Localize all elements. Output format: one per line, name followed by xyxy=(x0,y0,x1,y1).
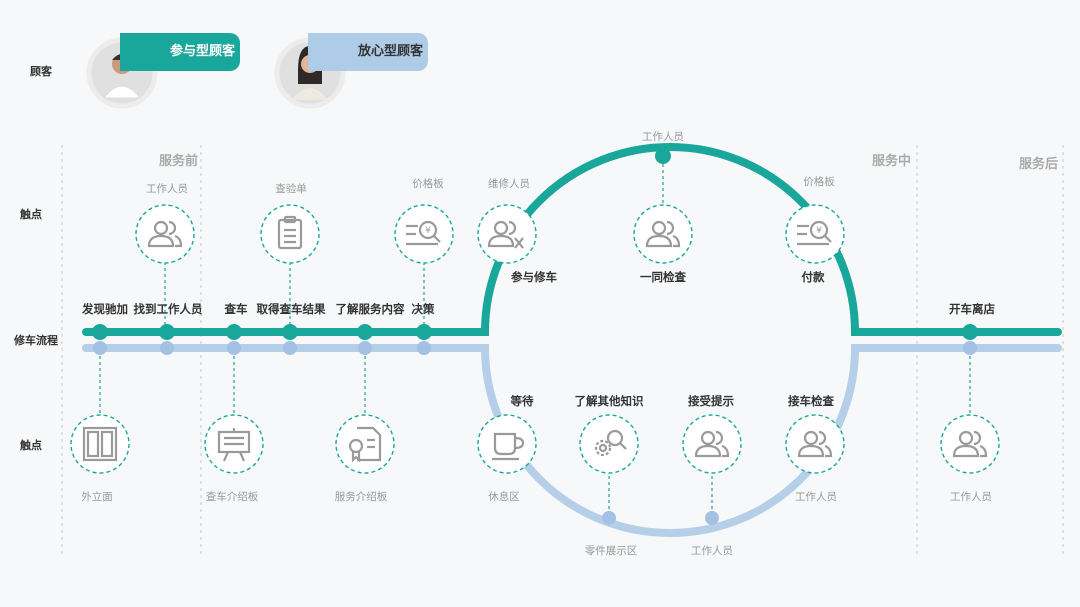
step-label: 一同检查 xyxy=(640,269,686,285)
svg-text:¥: ¥ xyxy=(816,226,822,236)
process-node xyxy=(357,324,373,340)
phase-before: 服务前 xyxy=(159,150,198,169)
persona-relaxed-label: 放心型顾客 xyxy=(358,44,423,59)
step-label: 取得查车结果 xyxy=(257,301,326,317)
touchpoint-label: 工作人员 xyxy=(146,181,188,196)
step-label: 查车 xyxy=(225,301,248,317)
process-node xyxy=(962,324,978,340)
step-label: 参与修车 xyxy=(511,269,557,285)
step-label: 了解其他知识 xyxy=(575,393,644,409)
phase-after: 服务后 xyxy=(1019,153,1058,172)
process-node xyxy=(705,511,719,525)
process-node xyxy=(226,324,242,340)
touchpoint-label: 零件展示区 xyxy=(585,543,638,558)
touchpoint-circle xyxy=(634,205,692,263)
step-label: 发现驰加 xyxy=(82,301,128,317)
row-label-touchpoint-bottom: 触点 xyxy=(20,437,42,453)
touchpoint-circle xyxy=(136,205,194,263)
touchpoint-label: 服务介绍板 xyxy=(335,489,388,504)
touchpoint-circle xyxy=(580,415,638,473)
row-label-touchpoint-top: 触点 xyxy=(20,206,42,222)
process-node xyxy=(282,324,298,340)
step-label: 决策 xyxy=(412,301,435,317)
touchpoint-label: 工作人员 xyxy=(795,489,837,504)
row-label-customer: 顾客 xyxy=(30,63,52,79)
process-node xyxy=(159,324,175,340)
touchpoint-circle xyxy=(786,415,844,473)
process-node xyxy=(655,148,671,164)
touchpoint-label: 工作人员 xyxy=(691,543,733,558)
step-label: 接受提示 xyxy=(688,393,734,409)
step-label: 付款 xyxy=(802,269,825,285)
touchpoint-label: 价格板 xyxy=(803,174,835,189)
step-label: 找到工作人员 xyxy=(134,301,203,317)
process-node xyxy=(963,341,977,355)
persona-engaged-label: 参与型顾客 xyxy=(170,44,235,59)
touchpoint-label: 维修人员 xyxy=(488,176,530,191)
touchpoint-circle xyxy=(336,415,394,473)
process-node xyxy=(160,341,174,355)
touchpoint-label: 查车介绍板 xyxy=(206,489,259,504)
touchpoint-label: 工作人员 xyxy=(642,129,684,144)
phase-during: 服务中 xyxy=(872,150,911,169)
step-label: 接车检查 xyxy=(788,393,834,409)
touchpoint-circle xyxy=(478,205,536,263)
persona-relaxed-tag: 放心型顾客 xyxy=(308,33,428,71)
persona-engaged-tag: 参与型顾客 xyxy=(120,33,240,71)
touchpoint-circle xyxy=(71,415,129,473)
touchpoint-circle xyxy=(786,205,844,263)
touchpoint-circle xyxy=(941,415,999,473)
touchpoint-circle xyxy=(683,415,741,473)
step-label: 了解服务内容 xyxy=(336,301,405,317)
process-node xyxy=(602,511,616,525)
process-node xyxy=(417,341,431,355)
touchpoint-circle xyxy=(478,415,536,473)
svg-text:¥: ¥ xyxy=(425,226,431,236)
step-label: 开车离店 xyxy=(949,301,995,317)
touchpoint-circle xyxy=(261,205,319,263)
process-node xyxy=(358,341,372,355)
step-label: 等待 xyxy=(511,393,534,409)
process-node xyxy=(416,324,432,340)
touchpoint-label: 价格板 xyxy=(412,176,444,191)
process-node xyxy=(93,341,107,355)
process-node xyxy=(227,341,241,355)
touchpoint-label: 查验单 xyxy=(275,181,307,196)
touchpoint-label: 休息区 xyxy=(488,489,520,504)
touchpoint-label: 外立面 xyxy=(81,489,113,504)
touchpoint-circle xyxy=(395,205,453,263)
row-label-process: 修车流程 xyxy=(14,332,58,348)
process-node xyxy=(283,341,297,355)
touchpoint-label: 工作人员 xyxy=(950,489,992,504)
process-node xyxy=(92,324,108,340)
